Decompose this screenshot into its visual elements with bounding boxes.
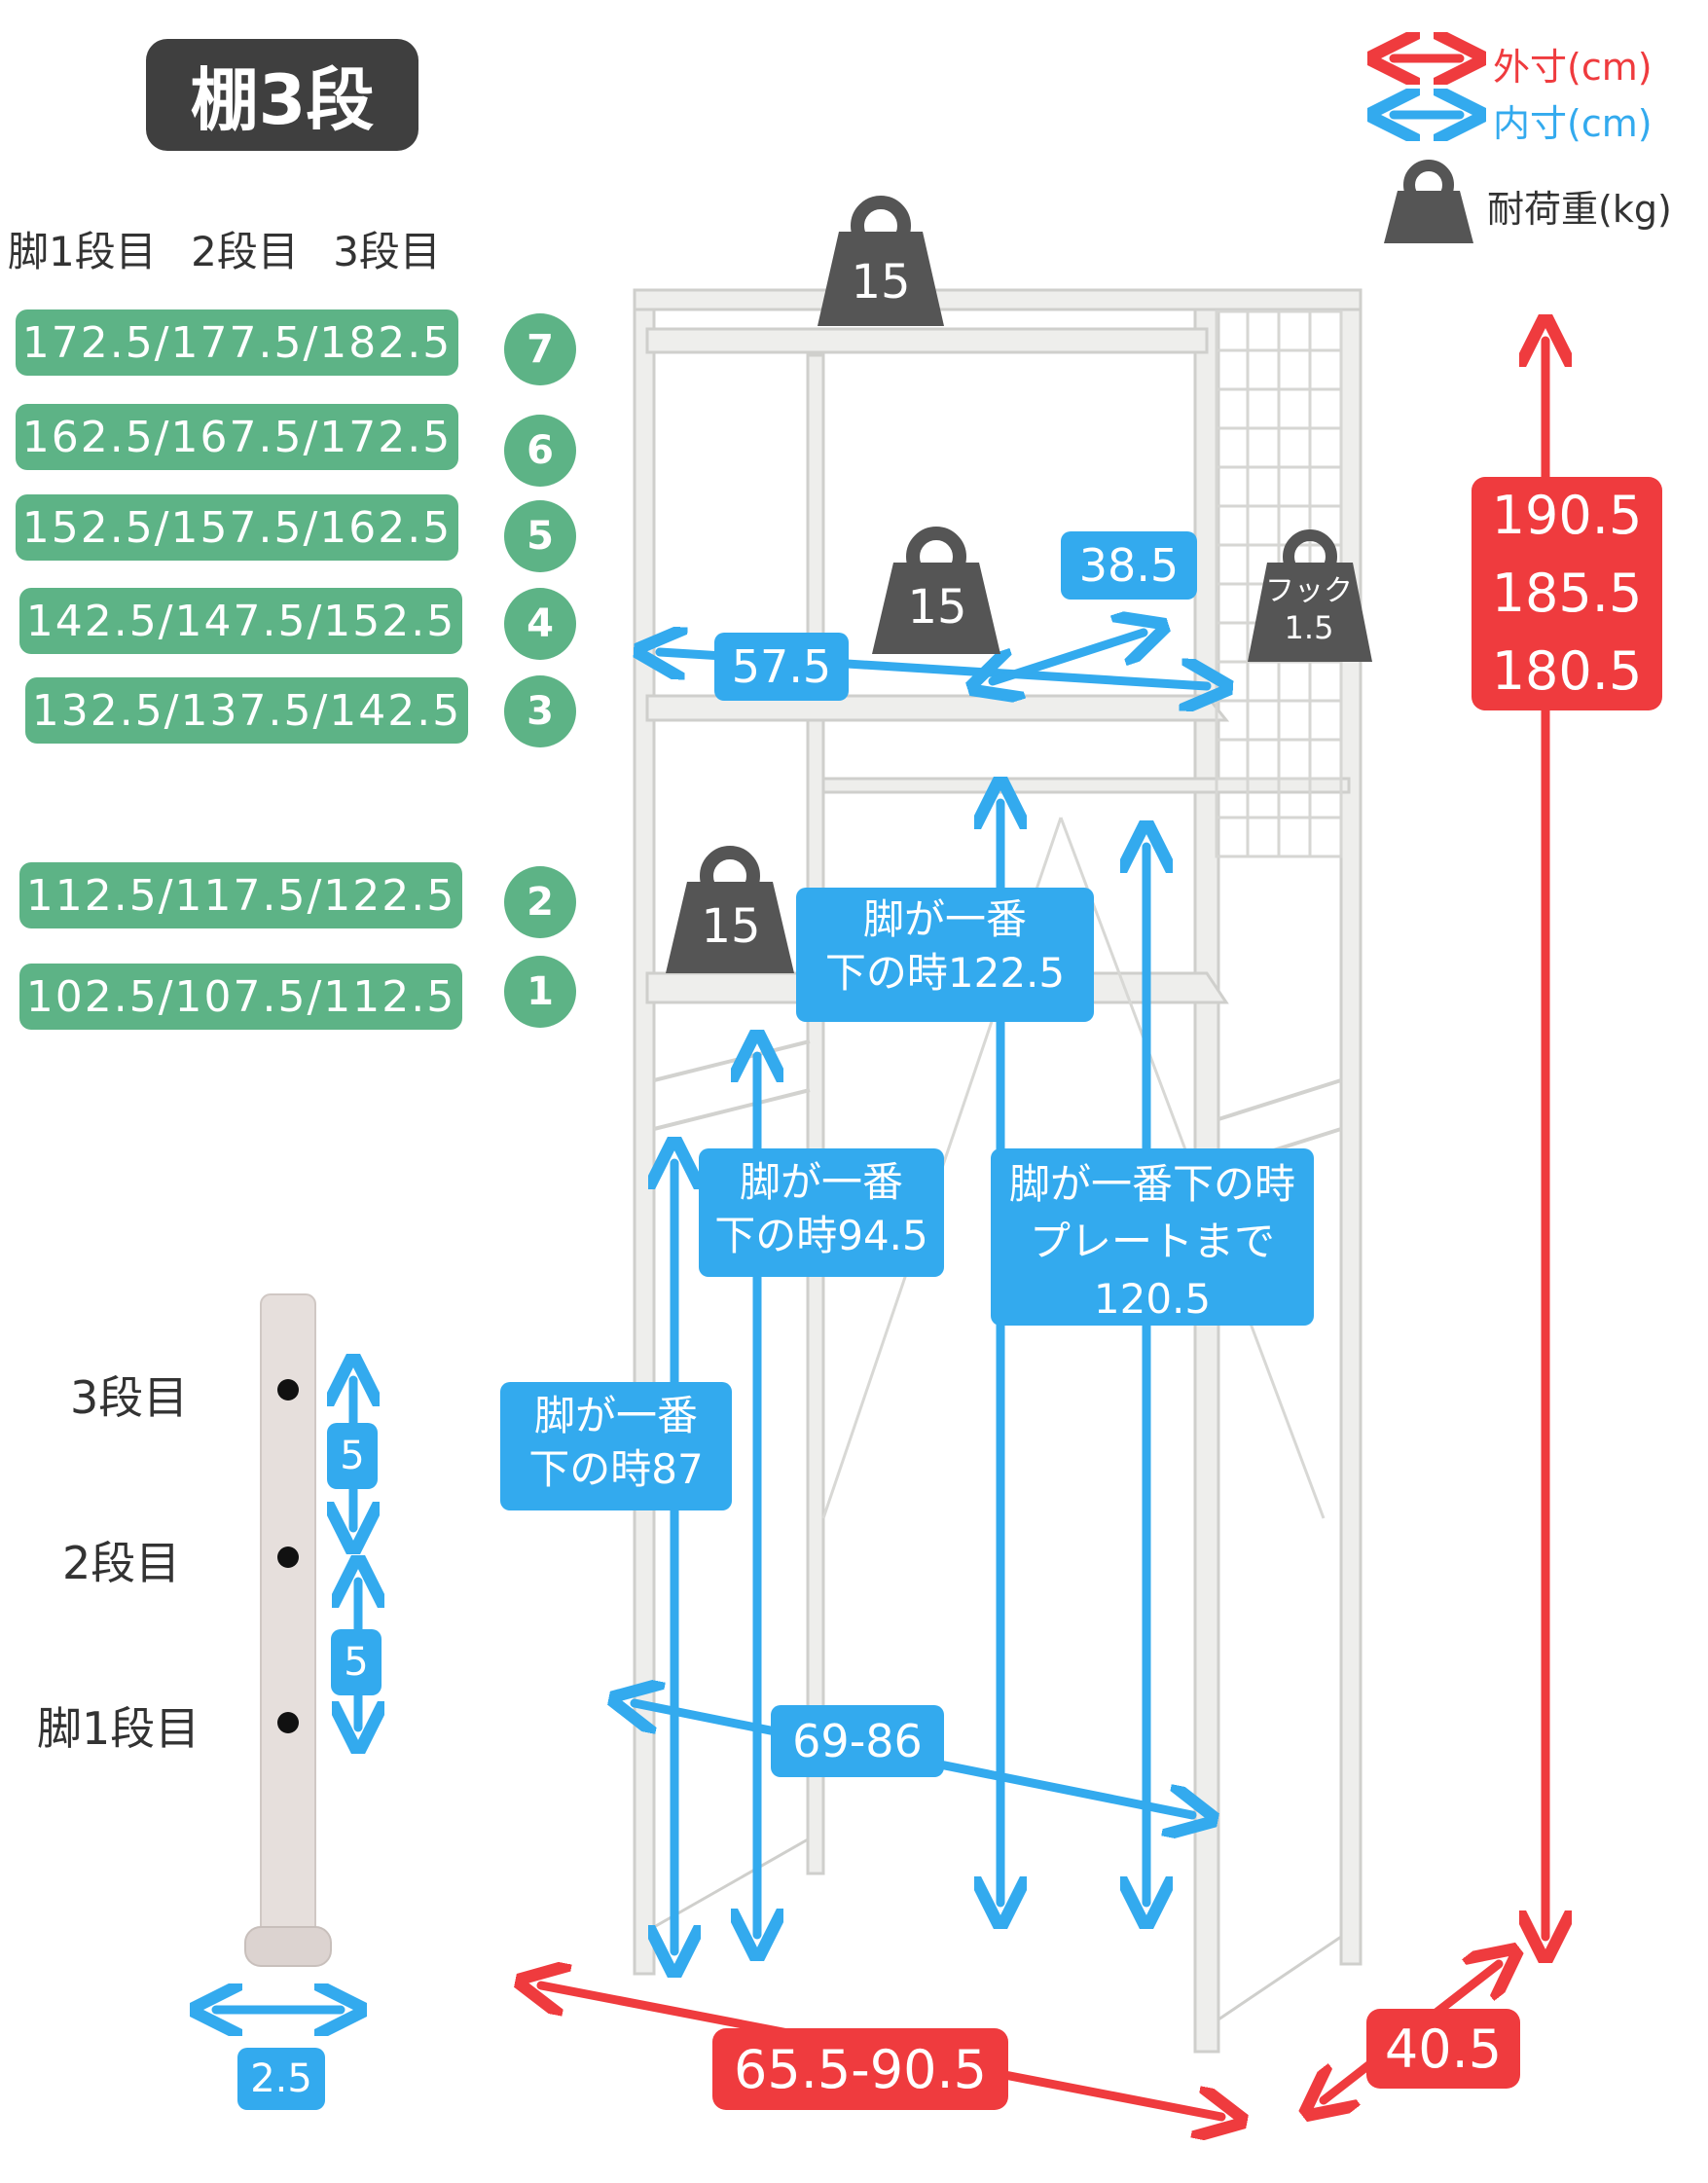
shelf-row-4-heights: 142.5/147.5/152.5 [19,588,462,654]
legend-outer-label: 外寸(cm) [1493,46,1653,89]
weight-icon-top [818,196,944,326]
outer-arrows [541,58,1545,2117]
shelf-row-3-number: 3 [504,675,576,747]
weight-lower-value: 15 [701,899,761,954]
leg-position-1: 脚1段目 [37,1702,200,1755]
outer-height-label: 190.5 185.5 180.5 [1472,477,1662,710]
height-122-line2: 下の時122.5 [824,948,1066,997]
height-87-line2: 下の時87 [528,1444,704,1493]
shelf-row-6-heights: 162.5/167.5/172.5 [16,404,458,470]
title-badge: 棚3段 [146,39,418,151]
weight-icon-lower [666,846,794,973]
shelf-row-1-heights: 102.5/107.5/112.5 [19,964,462,1030]
shelf-row-6-number: 6 [504,415,576,487]
peg-spacing-upper-label: 5 [327,1423,378,1489]
outer-height-3: 180.5 [1491,640,1643,702]
legend-inner-label: 内寸(cm) [1493,102,1653,145]
side-wire-grid [1215,309,1343,858]
weight-hook-label: フック [1265,574,1353,608]
leg-position-2: 2段目 [62,1537,181,1589]
shelf-row-2-number: 2 [504,866,576,938]
outer-height-1: 190.5 [1491,485,1643,546]
shelf-row-4-number: 4 [504,588,576,660]
shelf-depth-label: 38.5 [1061,531,1197,600]
leg-pipe [244,1293,332,1967]
shelf-row-1-number: 1 [504,956,576,1028]
shelf-width-label: 57.5 [714,633,849,701]
weight-icons [666,160,1473,973]
bottom-rail-right [1217,1935,1342,2021]
height-94-line2: 下の時94.5 [714,1211,928,1259]
height-120-line1: 脚が一番下の時 [1008,1160,1295,1208]
shelf-row-7-heights: 172.5/177.5/182.5 [16,309,458,376]
legend-load-label: 耐荷重(kg) [1487,188,1672,231]
weight-icon-middle [872,527,1000,654]
height-94-line1: 脚が一番 [739,1158,903,1206]
height-120-label: 脚が一番下の時 プレートまで 120.5 [991,1148,1314,1326]
rack-post-back-left [806,353,825,1875]
peg-hole-3 [277,1379,299,1401]
outer-height-2: 185.5 [1491,563,1643,624]
leg-position-3: 3段目 [70,1371,189,1424]
pipe-diameter-label: 2.5 [237,2048,325,2110]
shelf-row-2-heights: 112.5/117.5/122.5 [19,862,462,928]
hanging-bar [821,777,1351,794]
column-header-2: 2段目 [191,228,299,275]
title-text: 棚3段 [190,60,375,140]
rack-post-back-right [1339,288,1363,1966]
column-header-3: 3段目 [333,228,441,275]
height-94-label: 脚が一番 下の時94.5 [699,1148,944,1277]
height-87-line1: 脚が一番 [533,1392,698,1439]
column-header-leg1: 脚1段目 [8,228,157,275]
shelf-top [645,327,1209,354]
weight-top-value: 15 [851,255,911,309]
outer-width-label: 65.5-90.5 [712,2028,1008,2110]
peg-hole-1 [277,1712,299,1733]
shelf-row-5-heights: 152.5/157.5/162.5 [16,494,458,561]
top-bar [633,288,1363,311]
span-label: 69-86 [771,1705,944,1777]
shelf-row-5-number: 5 [504,500,576,572]
weight-hook-value: 1.5 [1284,609,1334,646]
height-122-label: 脚が一番 下の時122.5 [796,888,1094,1022]
height-120-line2: プレートまで [1029,1217,1275,1265]
peg-spacing-lower-label: 5 [331,1629,382,1695]
rack-post-front-left [633,288,656,1976]
height-87-label: 脚が一番 下の時87 [500,1382,732,1510]
weight-middle-value: 15 [907,580,967,635]
shelf-row-3-heights: 132.5/137.5/142.5 [25,677,468,744]
legend-weight-icon [1384,160,1473,243]
height-120-line3: 120.5 [1093,1274,1212,1323]
shelf-depth-arrow [993,633,1144,681]
peg-hole-2 [277,1546,299,1568]
outer-depth-label: 40.5 [1366,2009,1520,2089]
weight-icon-hook [1248,529,1372,662]
column-headers: 脚1段目 2段目 3段目 [8,219,462,278]
shelf-row-7-number: 7 [504,313,576,385]
height-122-line1: 脚が一番 [862,895,1027,943]
